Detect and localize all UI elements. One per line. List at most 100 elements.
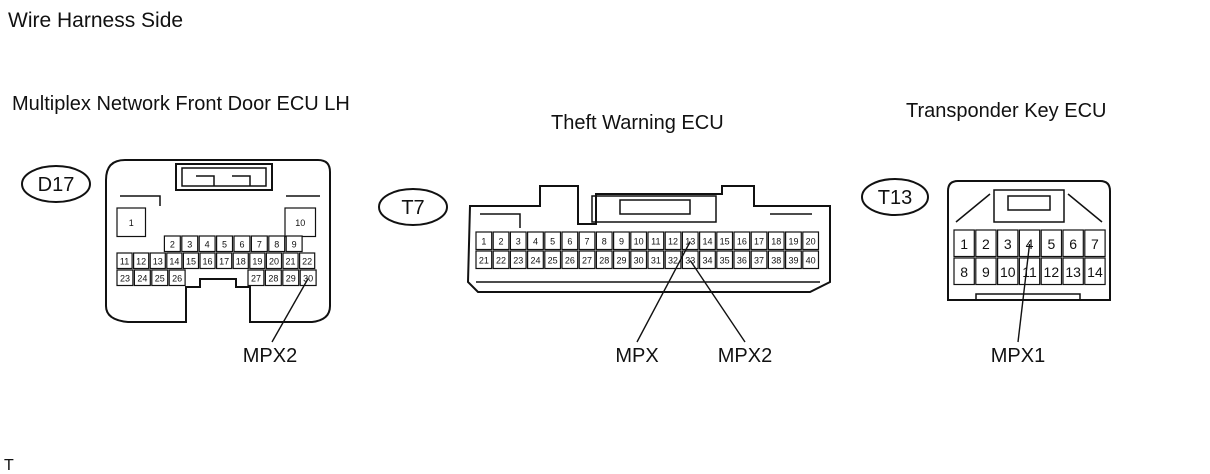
svg-text:1: 1	[960, 236, 968, 252]
svg-text:24: 24	[530, 256, 540, 266]
pin-cell: 11	[647, 231, 665, 251]
svg-text:3: 3	[187, 240, 192, 250]
svg-text:4: 4	[533, 237, 538, 247]
svg-text:12: 12	[668, 237, 678, 247]
pin-cell: 18	[232, 252, 249, 270]
svg-text:1: 1	[481, 237, 486, 247]
pin-cell: 21	[282, 252, 299, 270]
pin-cell: 31	[647, 250, 665, 270]
pin-cell: 8	[953, 257, 975, 286]
pin-cell: 17	[216, 252, 233, 270]
pin-cell: 17	[750, 231, 768, 251]
pin-cell: 10	[630, 231, 648, 251]
svg-text:14: 14	[169, 257, 179, 267]
svg-text:15: 15	[720, 237, 730, 247]
svg-text:8: 8	[960, 264, 968, 280]
pin-cell: 9	[285, 235, 303, 253]
connector-housing-t13	[947, 180, 1111, 301]
svg-text:2: 2	[170, 240, 175, 250]
connector-code-badge-t13: T13	[861, 178, 929, 216]
svg-text:28: 28	[599, 256, 609, 266]
pin-cell: 21	[475, 250, 493, 270]
pin-cell: 22	[492, 250, 510, 270]
svg-text:22: 22	[496, 256, 506, 266]
pin-cell: 23	[116, 269, 134, 287]
svg-text:13: 13	[153, 257, 163, 267]
pin-grid-t13: 1234567891011121314	[953, 229, 1106, 286]
pin-cell: 14	[698, 231, 716, 251]
svg-text:16: 16	[737, 237, 747, 247]
pin-cell: 10	[284, 207, 317, 238]
svg-text:14: 14	[1087, 264, 1103, 280]
svg-text:9: 9	[292, 240, 297, 250]
callout-leader-line	[689, 260, 746, 343]
pin-cell: 20	[802, 231, 820, 251]
callout-label: MPX	[615, 345, 658, 367]
pin-cell: 9	[612, 231, 630, 251]
svg-text:4: 4	[205, 240, 210, 250]
svg-text:20: 20	[806, 237, 816, 247]
pin-grid-t7: 1234567891011121314151617181920212223242…	[475, 231, 820, 270]
svg-text:25: 25	[548, 256, 558, 266]
pin-cell: 23	[509, 250, 527, 270]
svg-text:19: 19	[788, 237, 798, 247]
callouts-d17: MPX2	[243, 278, 309, 367]
svg-text:38: 38	[771, 256, 781, 266]
pin-cell: 25	[544, 250, 562, 270]
svg-text:2: 2	[982, 236, 990, 252]
svg-text:19: 19	[252, 257, 262, 267]
pin-cell: 19	[784, 231, 802, 251]
svg-text:9: 9	[982, 264, 990, 280]
pin-cell: 12	[664, 231, 682, 251]
svg-text:37: 37	[754, 256, 764, 266]
callouts-t13: MPX1	[991, 243, 1045, 367]
pin-cell: 3	[996, 229, 1019, 258]
pin-cell: 13	[149, 252, 166, 270]
svg-text:23: 23	[513, 256, 523, 266]
connector-name-t13: Transponder Key ECU	[906, 100, 1106, 122]
svg-text:10: 10	[295, 218, 305, 228]
svg-text:10: 10	[1000, 264, 1016, 280]
svg-text:22: 22	[302, 257, 312, 267]
pin-cell: 3	[181, 235, 199, 253]
svg-text:1: 1	[129, 218, 134, 228]
svg-text:16: 16	[203, 257, 213, 267]
pin-cell: 15	[716, 231, 734, 251]
callout-label: MPX2	[243, 345, 297, 367]
pin-cell: 35	[716, 250, 734, 270]
pin-cell: 7	[250, 235, 268, 253]
svg-text:39: 39	[788, 256, 798, 266]
pin-cell: 27	[247, 269, 265, 287]
pin-cell: 22	[299, 252, 316, 270]
pin-cell: 2	[975, 229, 997, 258]
pin-cell: 13	[1062, 257, 1084, 286]
pin-cell: 28	[264, 269, 282, 287]
svg-text:2: 2	[499, 237, 504, 247]
svg-text:21: 21	[479, 256, 489, 266]
svg-text:12: 12	[1044, 264, 1060, 280]
pin-cell: 29	[282, 269, 300, 287]
pin-cell: 40	[802, 250, 820, 270]
svg-text:12: 12	[136, 257, 146, 267]
pin-cell: 24	[526, 250, 544, 270]
svg-text:18: 18	[771, 237, 781, 247]
pin-cell: 7	[578, 231, 596, 251]
pin-cell: 36	[733, 250, 751, 270]
svg-text:27: 27	[582, 256, 592, 266]
pin-cell: 32	[664, 250, 682, 270]
svg-text:28: 28	[268, 274, 278, 284]
pin-cell: 30	[630, 250, 648, 270]
connector-name-d17: Multiplex Network Front Door ECU LH	[12, 93, 350, 115]
svg-text:14: 14	[702, 237, 712, 247]
pin-cell: 6	[233, 235, 251, 253]
svg-text:3: 3	[1004, 236, 1012, 252]
svg-text:35: 35	[720, 256, 730, 266]
pin-cell: 26	[561, 250, 579, 270]
connector-housing-t7	[466, 185, 831, 293]
svg-text:32: 32	[668, 256, 678, 266]
svg-text:26: 26	[565, 256, 575, 266]
svg-text:11: 11	[1022, 264, 1037, 280]
